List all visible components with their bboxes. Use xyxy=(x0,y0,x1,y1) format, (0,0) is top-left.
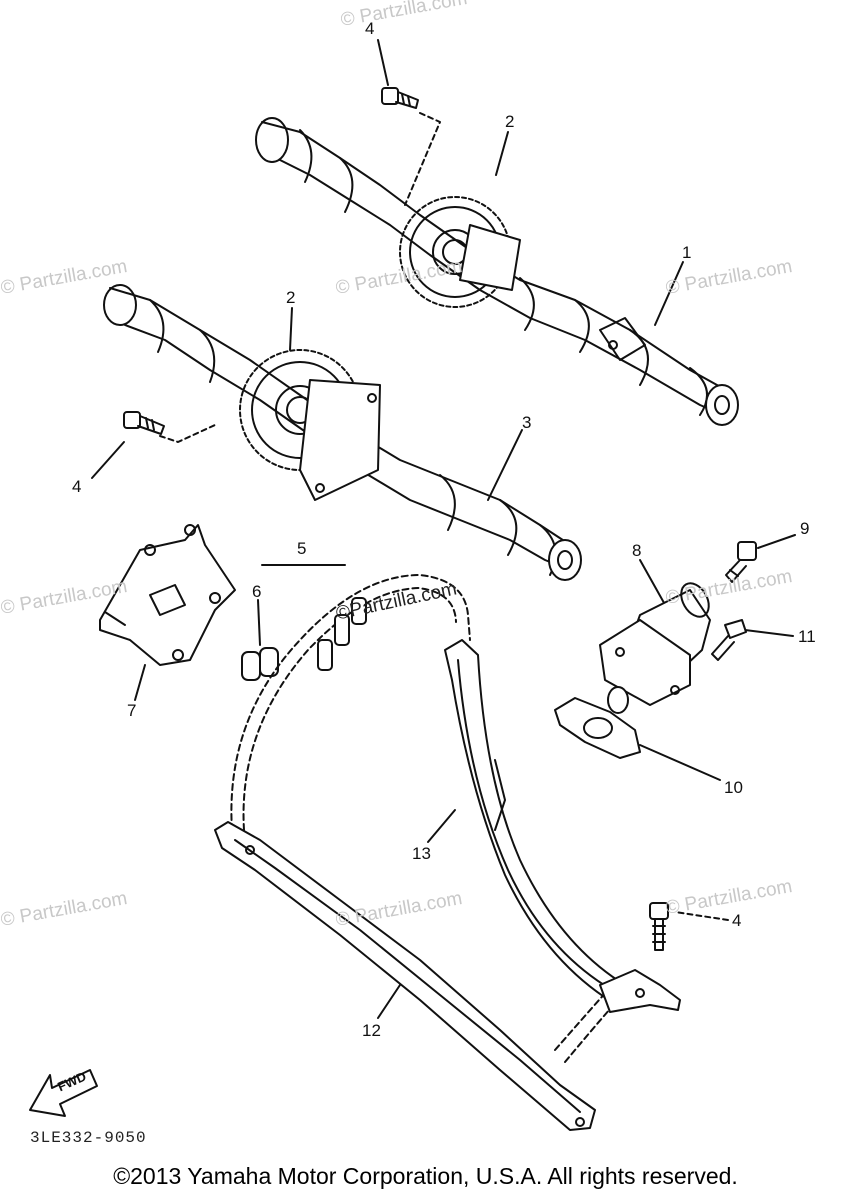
leader-4c xyxy=(674,911,729,921)
callout-1: 1 xyxy=(682,243,692,262)
sprocket-lower xyxy=(239,349,381,501)
callout-2-upper: 2 xyxy=(505,112,515,131)
fwd-arrow-icon xyxy=(29,1069,98,1117)
leader-1 xyxy=(654,261,684,326)
bolt-lower-right xyxy=(649,902,669,951)
tensioner-assembly xyxy=(599,582,711,714)
bolt-upper xyxy=(381,87,419,109)
callout-7: 7 xyxy=(127,701,137,720)
copyright-notice: ©2013 Yamaha Motor Corporation, U.S.A. A… xyxy=(113,1163,738,1189)
leader-13 xyxy=(427,809,456,843)
tensioner-arm xyxy=(214,821,596,1131)
pivot-bracket xyxy=(599,969,681,1013)
callout-5: 5 xyxy=(297,539,307,558)
leader-4b xyxy=(91,441,125,479)
callout-2-lower: 2 xyxy=(286,288,296,307)
sprocket-upper xyxy=(399,196,521,308)
chain-guide-bracket xyxy=(99,524,236,666)
tensioner-gasket xyxy=(554,697,641,759)
leader-8 xyxy=(639,559,669,611)
leader-4a xyxy=(377,39,389,86)
callout-4-right: 4 xyxy=(732,911,742,930)
callout-3: 3 xyxy=(522,413,532,432)
callout-9: 9 xyxy=(800,519,810,538)
callout-8: 8 xyxy=(632,541,642,560)
callout-10: 10 xyxy=(724,778,743,797)
leader-10 xyxy=(639,744,721,781)
callout-13: 13 xyxy=(412,844,431,863)
leader-4a-dash xyxy=(404,112,441,206)
leader-9 xyxy=(757,534,796,549)
bolt-left xyxy=(123,411,165,435)
bolt-11 xyxy=(711,619,747,661)
callout-6: 6 xyxy=(252,582,262,601)
leader-11 xyxy=(744,629,794,637)
callout-11: 11 xyxy=(798,627,816,646)
callout-4-top: 4 xyxy=(365,19,375,38)
callout-4-left: 4 xyxy=(72,477,82,496)
leader-4b-dash xyxy=(159,424,216,443)
leader-3 xyxy=(487,429,523,501)
leader-6 xyxy=(257,599,261,646)
diagram-code: 3LE332-9050 xyxy=(30,1129,147,1147)
leader-12 xyxy=(377,984,401,1019)
chain-joint xyxy=(241,647,279,681)
leader-2a xyxy=(495,131,509,176)
chain-guide xyxy=(444,639,626,1003)
leader-7 xyxy=(134,664,146,701)
callout-12: 12 xyxy=(362,1021,381,1040)
leader-2b xyxy=(289,307,293,351)
bolt-9 xyxy=(725,541,757,583)
